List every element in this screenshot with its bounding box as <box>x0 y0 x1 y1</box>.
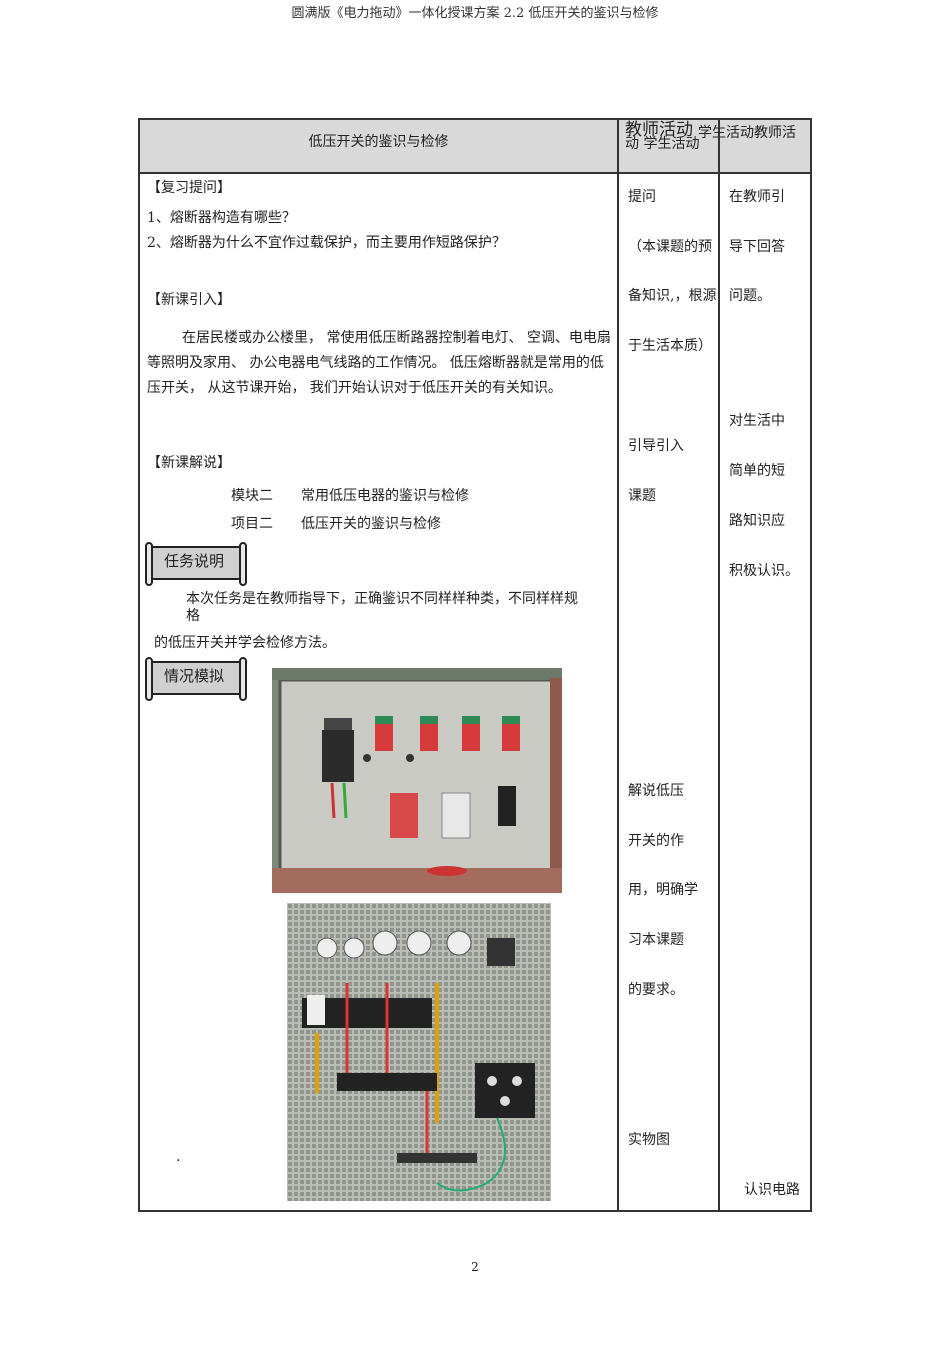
teacher-7: 解说低压 <box>628 783 684 799</box>
header-col-content: 低压开关的鉴识与检修 <box>308 134 449 150</box>
teacher-9: 用，明确学 <box>628 882 698 898</box>
teacher-2: （本课题的预 <box>628 239 712 255</box>
teacher-1: 提问 <box>628 189 656 205</box>
task-banner: 任务说明 <box>145 542 247 586</box>
header-col-teacher-line2: 动 学生活动 <box>625 136 700 152</box>
student-6: 路知识应 <box>729 513 785 529</box>
student-2: 导下回答 <box>729 239 785 255</box>
review-title: 【复习提问】 <box>147 180 231 196</box>
simulation-banner: 情况模拟 <box>145 657 247 701</box>
stray-dot: · <box>176 1153 181 1169</box>
task-banner-roll-right <box>239 542 247 586</box>
question-2: 2、熔断器为什么不宜作过载保护，而主要用作短路保护？ <box>147 235 506 251</box>
task-banner-roll-left <box>145 542 153 586</box>
control-panel-photo <box>287 903 551 1201</box>
simulation-banner-roll-left <box>145 657 153 701</box>
header-col-teacher: 教师活动 <box>625 120 693 140</box>
teacher-11: 的要求。 <box>628 982 684 998</box>
simulation-banner-label: 情况模拟 <box>164 667 225 685</box>
module-line: 模块二 常用低压电器的鉴识与检修 <box>231 488 469 504</box>
teacher-4: 于生活本质） <box>628 338 712 354</box>
teacher-3: 备知识,，根源 <box>628 288 717 304</box>
task-banner-label: 任务说明 <box>164 552 225 570</box>
page-number: 2 <box>471 1260 479 1274</box>
switch-box-photo <box>272 668 562 893</box>
student-7: 积极认识。 <box>729 563 799 579</box>
page-header: 圆满版《电力拖动》一体化授课方案 2.2 低压开关的鉴识与检修 <box>291 6 659 21</box>
task-line-1b: 格 <box>186 608 200 624</box>
student-4: 对生活中 <box>729 413 785 429</box>
teacher-5: 引导引入 <box>628 438 684 454</box>
teacher-10: 习本课题 <box>628 932 684 948</box>
lesson-table: 低压开关的鉴识与检修 教师活动 动 学生活动 学生活动教师活 【复习提问】 1、… <box>138 118 812 1212</box>
column-divider-1 <box>617 120 619 1210</box>
column-divider-2 <box>718 120 720 1210</box>
explain-title: 【新课解说】 <box>147 455 231 471</box>
simulation-banner-roll-right <box>239 657 247 701</box>
intro-paragraph: 在居民楼或办公楼里， 常使用低压断路器控制着电灯、 空调、电电扇等照明及家用、 … <box>147 326 615 401</box>
student-3: 问题。 <box>729 288 771 304</box>
student-5: 简单的短 <box>729 463 785 479</box>
intro-text: 在居民楼或办公楼里， 常使用低压断路器控制着电灯、 空调、电电扇等照明及家用、 … <box>147 330 611 396</box>
teacher-12: 实物图 <box>628 1132 670 1148</box>
question-1: 1、熔断器构造有哪些？ <box>147 210 296 226</box>
table-header-row: 低压开关的鉴识与检修 教师活动 动 学生活动 学生活动教师活 <box>140 120 810 174</box>
project-line: 项目二 低压开关的鉴识与检修 <box>231 516 441 532</box>
teacher-8: 开关的作 <box>628 833 684 849</box>
teacher-6: 课题 <box>628 488 656 504</box>
task-line-2: 的低压开关并学会检修方法。 <box>154 635 336 651</box>
intro-title: 【新课引入】 <box>147 292 231 308</box>
control-panel-illustration <box>287 903 551 1201</box>
header-col-student: 学生活动教师活 <box>698 125 796 141</box>
switch-box-illustration <box>272 668 562 893</box>
student-1: 在教师引 <box>729 189 785 205</box>
task-line-1: 本次任务是在教师指导下，正确鉴识不同样样种类，不同样样规 <box>186 591 578 607</box>
student-8: 认识电路 <box>744 1182 800 1198</box>
